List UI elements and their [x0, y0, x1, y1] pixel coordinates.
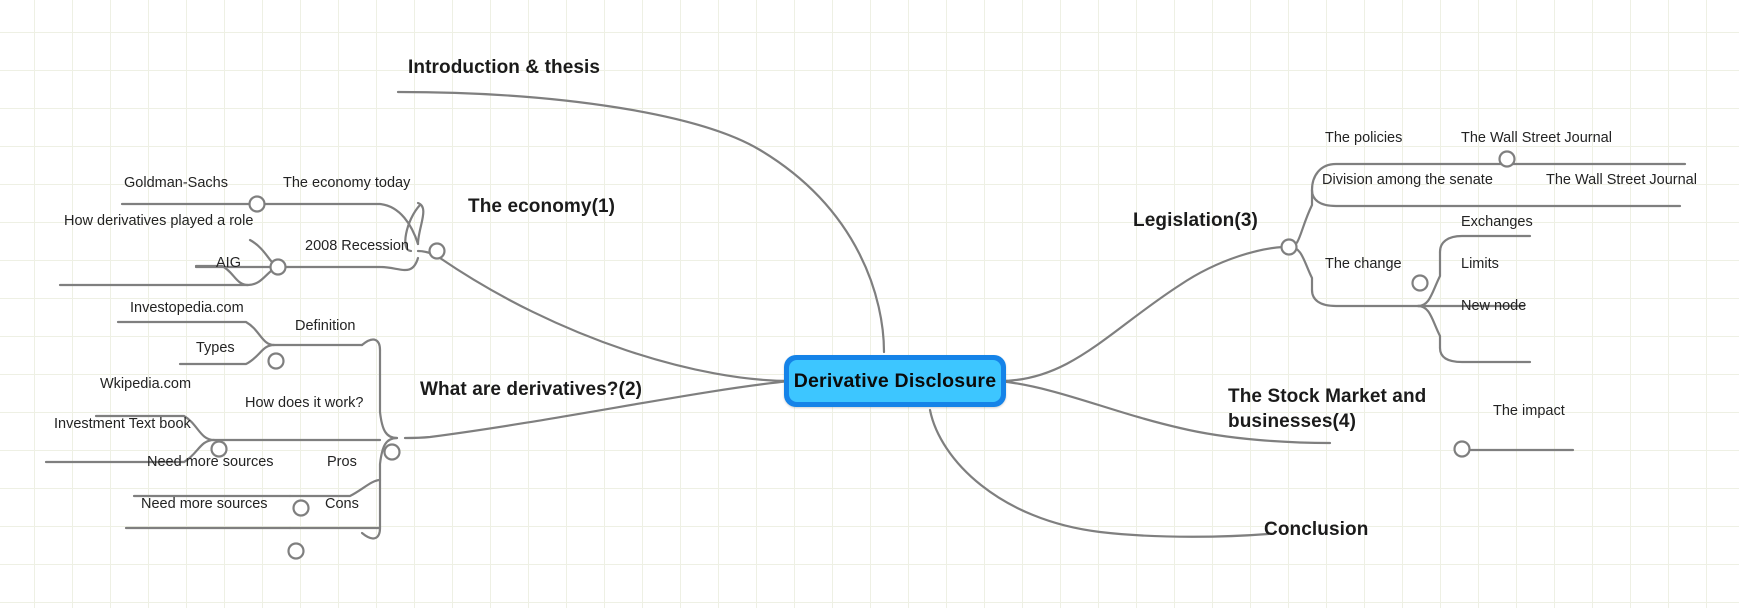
node-pros[interactable]: Pros [327, 454, 357, 470]
node-investment-text-book[interactable]: Investment Text book [54, 416, 191, 432]
node-aig[interactable]: AIG [216, 255, 241, 271]
branch-stock-market-line1: The Stock Market and [1228, 386, 1427, 407]
node-the-economy-today[interactable]: The economy today [283, 175, 411, 191]
branch-the-economy[interactable]: The economy(1) [468, 196, 616, 217]
node-limits[interactable]: Limits [1461, 256, 1499, 272]
node-definition[interactable]: Definition [295, 318, 356, 334]
node-the-impact[interactable]: The impact [1493, 403, 1565, 419]
branch-legislation[interactable]: Legislation(3) [1133, 210, 1258, 231]
node-2008-recession[interactable]: 2008 Recession [305, 238, 409, 254]
branch-what-are-derivatives[interactable]: What are derivatives?(2) [420, 379, 643, 400]
branch-stock-market[interactable]: The Stock Market and businesses(4) [1228, 384, 1426, 434]
root-node-label: Derivative Disclosure [793, 369, 997, 392]
node-goldman-sachs[interactable]: Goldman-Sachs [124, 175, 228, 191]
node-exchanges[interactable]: Exchanges [1461, 214, 1533, 230]
node-how-does-it-work[interactable]: How does it work? [245, 395, 364, 411]
node-wkipedia[interactable]: Wkipedia.com [100, 376, 192, 392]
branch-conclusion[interactable]: Conclusion [1264, 519, 1369, 540]
node-the-change[interactable]: The change [1325, 256, 1402, 272]
node-wsj-senate[interactable]: The Wall Street Journal [1546, 172, 1697, 188]
node-need-more-sources-cons[interactable]: Need more sources [141, 496, 268, 512]
node-cons[interactable]: Cons [325, 496, 359, 512]
branch-stock-market-line2: businesses(4) [1228, 411, 1357, 433]
node-wsj-policies[interactable]: The Wall Street Journal [1461, 130, 1612, 146]
node-the-policies[interactable]: The policies [1325, 130, 1403, 146]
node-types[interactable]: Types [196, 340, 235, 356]
branch-introduction-thesis[interactable]: Introduction & thesis [408, 57, 601, 78]
root-node-fill: Derivative Disclosure [789, 360, 1001, 402]
node-new-node[interactable]: New node [1461, 298, 1527, 314]
node-investopedia[interactable]: Investopedia.com [130, 300, 244, 316]
node-how-derivatives-played-a-role[interactable]: How derivatives played a role [64, 213, 254, 229]
node-division-among-the-senate[interactable]: Division among the senate [1322, 172, 1493, 188]
node-need-more-sources-pros[interactable]: Need more sources [147, 454, 274, 470]
root-node[interactable]: Derivative Disclosure [784, 355, 1006, 407]
